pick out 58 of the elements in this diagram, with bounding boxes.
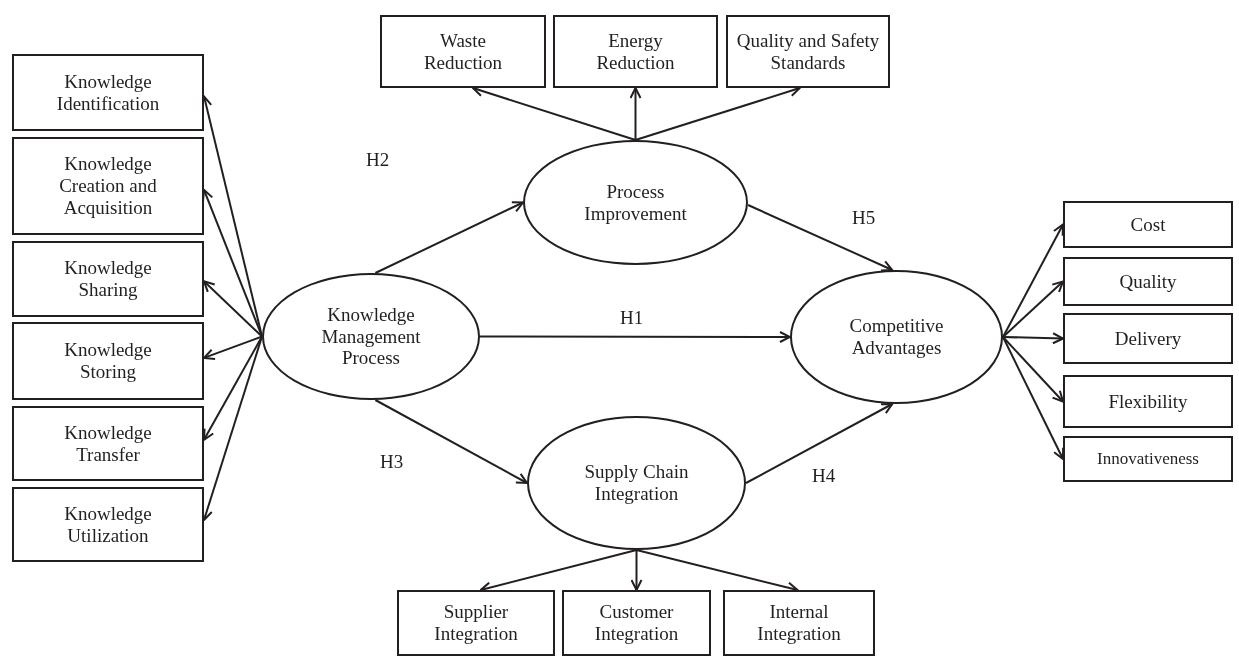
node-label: Knowledge Identification xyxy=(55,70,161,115)
hypothesis-label: H4 xyxy=(812,466,836,485)
node-label: Quality and Safety Standards xyxy=(735,29,881,74)
node-label: Cost xyxy=(1130,213,1166,236)
arrow xyxy=(479,331,791,343)
arrow xyxy=(1002,336,1064,403)
arrow xyxy=(1002,336,1065,460)
indicator-box xyxy=(12,487,204,562)
node-label: Supplier Integration xyxy=(433,601,519,645)
indicator-box xyxy=(12,54,204,131)
node-label: Innovativeness xyxy=(1097,449,1199,469)
hypothesis-label: H2 xyxy=(366,150,390,169)
indicator-box xyxy=(723,590,875,656)
node-label: Competitive Advantages xyxy=(848,315,945,359)
indicator-box xyxy=(1063,313,1233,364)
indicator-box xyxy=(562,590,711,656)
node-label: Internal Integration xyxy=(756,601,842,645)
node-label: Knowledge Sharing xyxy=(63,257,153,301)
indicator-box xyxy=(397,590,555,656)
node-label: Delivery xyxy=(1114,327,1182,350)
arrow xyxy=(203,280,263,338)
node-label: Knowledge Transfer xyxy=(63,421,153,466)
arrow xyxy=(1002,223,1064,338)
indicator-box xyxy=(1063,436,1233,482)
node-label: Energy Reduction xyxy=(595,29,676,74)
indicator-box xyxy=(553,15,718,88)
hypothesis-label: H3 xyxy=(380,452,404,471)
indicator-box xyxy=(726,15,890,88)
arrow xyxy=(629,87,642,141)
node-label: Flexibility xyxy=(1108,390,1188,413)
arrow xyxy=(374,399,528,484)
indicator-box xyxy=(12,406,204,481)
hypothesis-label: H5 xyxy=(852,208,876,227)
node-label: Supply Chain Integration xyxy=(583,461,690,505)
arrow xyxy=(745,403,894,484)
indicator-box xyxy=(380,15,546,88)
arrow xyxy=(1002,332,1064,345)
arrow xyxy=(630,549,643,591)
node-label: Process Improvement xyxy=(583,180,688,225)
arrow xyxy=(203,335,263,361)
node-label: Customer Integration xyxy=(593,601,680,645)
indicator-box xyxy=(12,241,204,317)
indicator-box xyxy=(12,137,204,235)
arrow xyxy=(747,204,894,272)
node-label: Knowledge Management Process xyxy=(320,303,422,370)
indicator-box xyxy=(1063,201,1233,248)
hypothesis-label: H1 xyxy=(620,308,644,327)
arrow xyxy=(203,335,263,441)
arrow xyxy=(374,201,524,274)
node-label: Knowledge Storing xyxy=(63,339,153,383)
node-label: Quality xyxy=(1119,270,1177,293)
node-label: Waste Reduction xyxy=(422,29,504,74)
indicator-box xyxy=(1063,375,1233,428)
indicator-box xyxy=(12,322,204,400)
indicator-box xyxy=(1063,257,1233,306)
node-label: Knowledge Creation and Acquisition xyxy=(58,153,158,219)
node-label: Knowledge Utilization xyxy=(63,502,153,547)
arrow xyxy=(1002,280,1064,338)
